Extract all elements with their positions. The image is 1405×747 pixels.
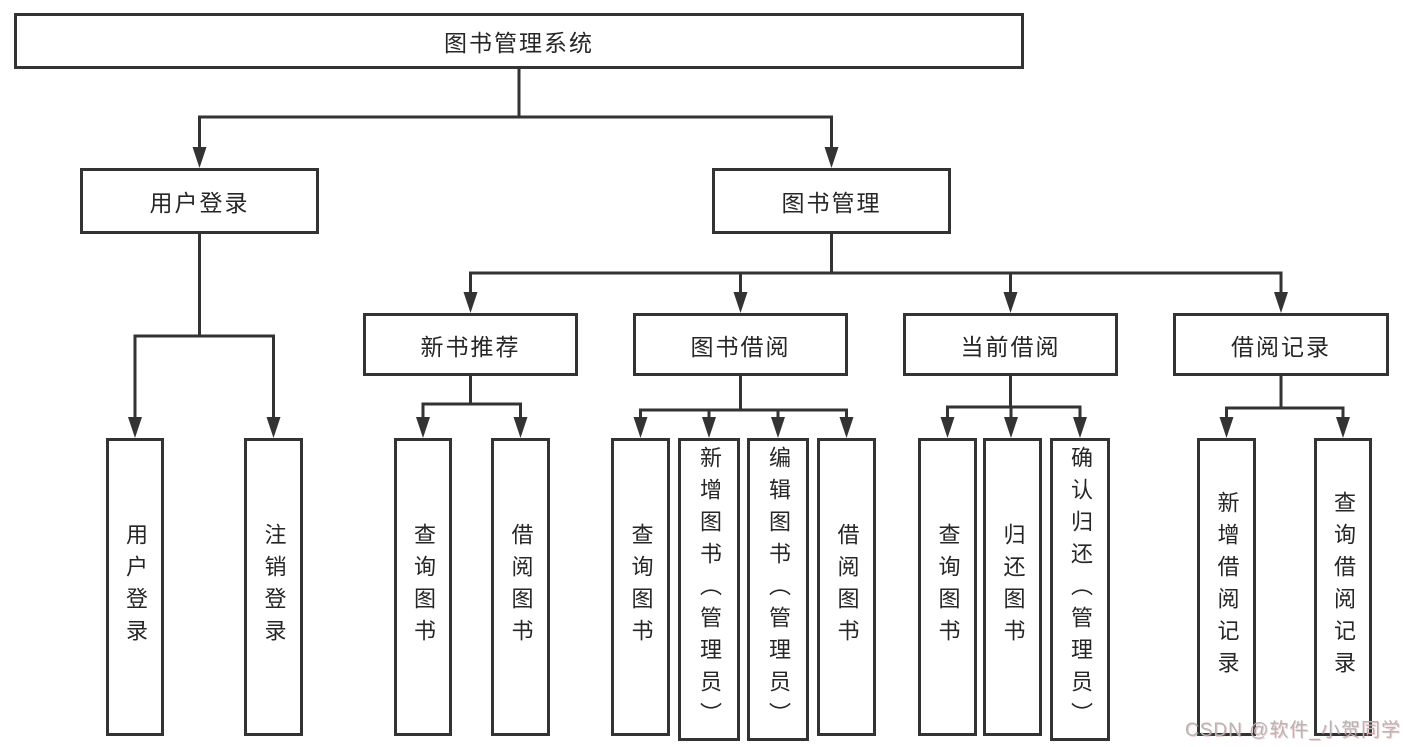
leaf-query-books-borrowing: 查询图书 (611, 438, 670, 736)
leaf-query-books-recommend-label: 查询图书 (411, 523, 436, 651)
node-root-label: 图书管理系统 (444, 30, 594, 56)
leaf-confirm-return-admin-label: 确认归还（管理员） (1068, 445, 1093, 734)
leaf-borrow-books: 借阅图书 (817, 438, 876, 736)
node-user-login: 用户登录 (80, 168, 319, 234)
node-new-book-recommend-label: 新书推荐 (420, 333, 521, 360)
node-current-borrowing: 当前借阅 (903, 313, 1118, 376)
leaf-borrow-books-recommend-label: 借阅图书 (508, 523, 534, 651)
leaf-add-borrow-record-label: 新增借阅记录 (1214, 491, 1240, 683)
node-borrowing-records: 借阅记录 (1173, 313, 1389, 376)
leaf-return-book: 归还图书 (983, 438, 1042, 736)
leaf-add-book-admin: 新增图书（管理员） (678, 438, 740, 741)
leaf-borrow-books-recommend: 借阅图书 (491, 438, 550, 736)
node-book-borrowing-label: 图书借阅 (690, 333, 791, 360)
leaf-borrow-books-label: 借阅图书 (834, 523, 860, 651)
node-current-borrowing-label: 当前借阅 (960, 333, 1061, 360)
leaf-logout-label: 注销登录 (261, 523, 287, 651)
leaf-query-books-current: 查询图书 (918, 438, 977, 736)
node-user-login-label: 用户登录 (149, 190, 250, 216)
node-book-borrowing: 图书借阅 (633, 313, 848, 376)
node-book-management-label: 图书管理 (781, 190, 882, 216)
leaf-edit-book-admin-label: 编辑图书（管理员） (766, 445, 791, 734)
leaf-query-borrow-record: 查询借阅记录 (1314, 438, 1372, 736)
leaf-query-books-recommend: 查询图书 (394, 438, 452, 736)
leaf-user-login: 用户登录 (106, 438, 164, 736)
leaf-user-login-label: 用户登录 (123, 523, 148, 651)
leaf-query-books-current-label: 查询图书 (935, 523, 961, 651)
leaf-add-borrow-record: 新增借阅记录 (1197, 438, 1256, 736)
node-borrowing-records-label: 借阅记录 (1231, 333, 1331, 360)
leaf-add-book-admin-label: 新增图书（管理员） (697, 445, 722, 734)
watermark-csdn: CSDN @软件_小贺同学 (1185, 720, 1401, 741)
node-book-management: 图书管理 (712, 168, 951, 234)
leaf-edit-book-admin: 编辑图书（管理员） (747, 438, 809, 741)
leaf-confirm-return-admin: 确认归还（管理员） (1050, 438, 1110, 741)
node-root: 图书管理系统 (14, 13, 1024, 69)
leaf-query-books-borrowing-label: 查询图书 (628, 523, 654, 651)
node-new-book-recommend: 新书推荐 (363, 313, 578, 376)
leaf-logout: 注销登录 (244, 438, 303, 736)
leaf-return-book-label: 归还图书 (1000, 523, 1026, 651)
leaf-query-borrow-record-label: 查询借阅记录 (1331, 491, 1356, 683)
